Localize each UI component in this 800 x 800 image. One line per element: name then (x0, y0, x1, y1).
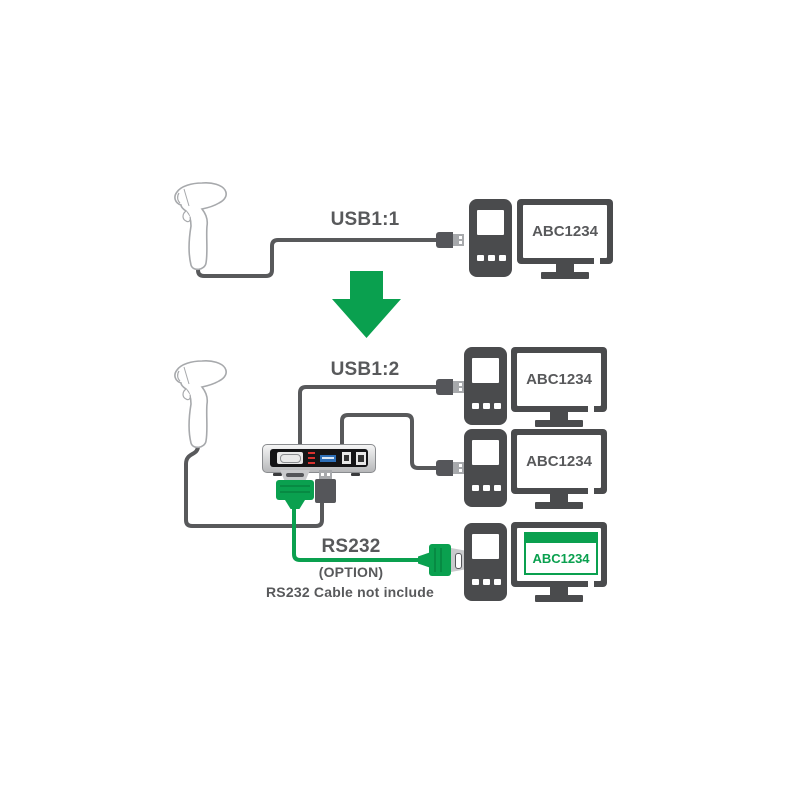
usb-label-top: USB1:1 (330, 209, 400, 230)
monitor-screen-text: ABC1234 (517, 435, 601, 488)
monitor-notch (594, 258, 600, 264)
monitor-icon: ABC1234 (511, 429, 607, 509)
monitor-screen-text: ABC1234 (523, 205, 607, 258)
cable-hub-to-pc2 (340, 413, 438, 470)
hub-usb-a-port (320, 455, 336, 462)
cable-scanner-to-pc-top (196, 238, 438, 278)
usb-plug-icon (436, 379, 464, 395)
converter-hub-icon (262, 444, 376, 476)
usb-plug-body (436, 232, 453, 248)
hub-led (308, 457, 315, 459)
monitor-icon: ABC1234 (511, 522, 607, 602)
barcode-scanner-icon (174, 182, 227, 271)
barcode-scanner-icon (174, 360, 227, 449)
hub-db9-port (277, 452, 303, 464)
usb-plug-icon (436, 460, 464, 476)
app-window-titlebar (526, 534, 596, 543)
cable-hub-to-pc1 (298, 385, 438, 450)
cable-scanner-to-hub (184, 436, 324, 528)
rs232-connector-icon (418, 544, 464, 576)
monitor-icon: ABC1234 (511, 347, 607, 427)
usb-plug-tip (453, 234, 464, 246)
hub-power-port (356, 452, 366, 465)
rs232-option-label: (OPTION) (318, 564, 384, 580)
rs232-note-label: RS232 Cable not include (266, 584, 434, 600)
monitor-screen-text: ABC1234 (532, 550, 590, 566)
pc-tower-icon (464, 347, 507, 425)
monitor-icon: ABC1234 (517, 199, 613, 279)
app-window: ABC1234 (524, 532, 598, 575)
hub-led (308, 452, 315, 454)
hub-usb-b-port (342, 452, 351, 464)
pc-tower-icon (464, 429, 507, 507)
pc-tower-icon (469, 199, 512, 277)
monitor-screen-text: ABC1234 (517, 353, 601, 406)
pc-tower-icon (464, 523, 507, 601)
usb-plug-icon (436, 232, 464, 248)
down-arrow-icon (332, 271, 401, 338)
usb-connector-icon (315, 470, 336, 503)
cable-rs232 (292, 502, 422, 562)
usb-label-bottom: USB1:2 (330, 359, 400, 380)
hub-led (308, 462, 315, 464)
rs232-connector-icon (276, 470, 314, 509)
rs232-label: RS232 (321, 536, 381, 557)
